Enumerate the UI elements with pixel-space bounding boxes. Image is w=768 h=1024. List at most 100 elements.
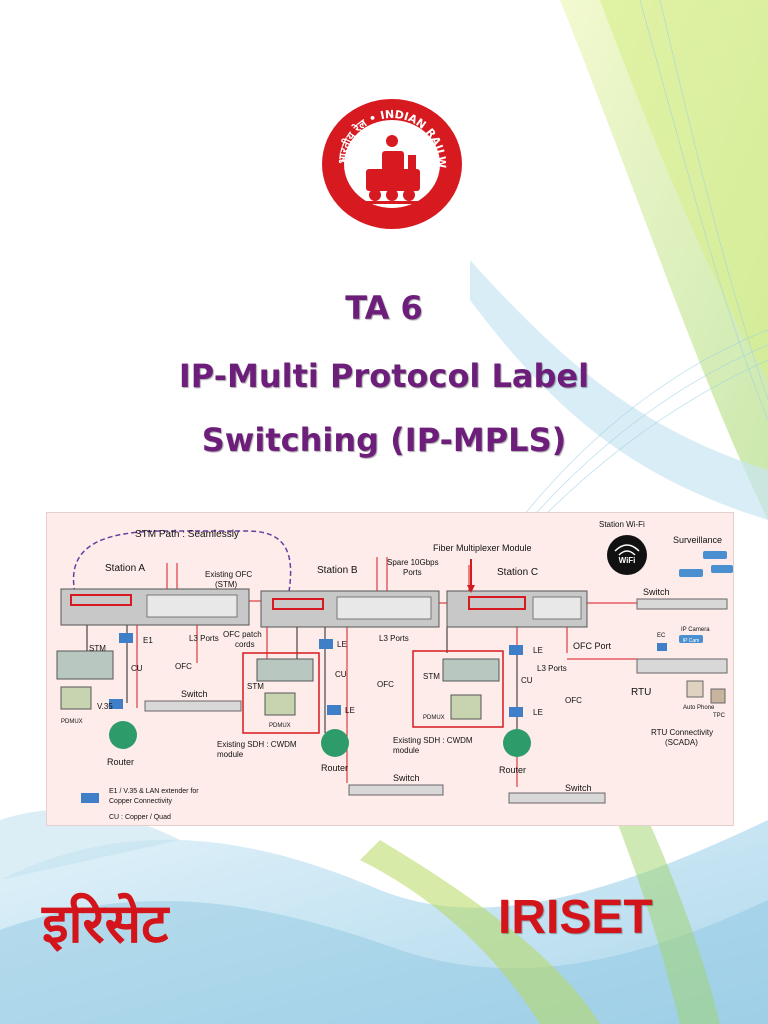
iriset-label: IRISET [498,891,653,944]
le-b2-label: LE [345,706,355,715]
ec-label: EC [657,633,666,639]
switch-a-label: Switch [181,689,208,699]
existing-ofc-stm-label: (STM) [215,580,238,589]
switch-c-label: Switch [643,587,670,597]
ip-camera-label: IP Camera [681,627,710,633]
e1-box-icon [119,633,133,643]
station-c-chassis [446,590,588,628]
pdmux-c-label: PDMUX [423,715,445,721]
cwdm-c-frame [412,650,504,728]
ofc-patch-label-2: cords [235,640,255,649]
switch-d-label: Switch [565,783,592,793]
emblem-icon [386,135,398,147]
ip-camera-badge: IP Cam [683,638,700,644]
spare-ports-label-2: Ports [403,568,422,577]
ofc-c-label: OFC [565,696,582,705]
stm-c-label: STM [423,672,440,681]
stm-path-label: STM Path : Seamlessly [135,529,239,540]
ofc-a-label: OFC [175,662,192,671]
locomotive-icon [360,151,424,204]
le-c1-label: LE [533,646,543,655]
legend-box-label-2: Copper Connectivity [109,798,173,805]
auto-phone-label: Auto Phone [683,705,715,711]
v35-box-icon [109,699,123,709]
rtu-rack-icon [636,658,728,674]
legend-cu-label: CU : Copper / Quad [109,814,171,821]
e1-label: E1 [143,636,153,645]
switch-c-icon [636,598,728,610]
legend-box-icon [81,793,99,803]
le-c1-box-icon [509,645,523,655]
pdmux-a-label: PDMUX [61,719,83,725]
pdmux-a-icon [60,686,92,710]
pdmux-c-icon [450,694,482,720]
wifi-badge-text: WiFi [619,556,636,565]
l3-ports-b-label: L3 Ports [379,634,409,643]
station-c-label: Station C [497,567,538,578]
cwdm-b-frame [242,652,320,734]
pdmux-b-icon [264,692,296,716]
existing-ofc-label: Existing OFC [205,570,252,579]
le-b1-box-icon [319,639,333,649]
station-a-label: Station A [105,563,145,574]
existing-sdh-b-label-2: module [217,750,244,759]
surveillance-label: Surveillance [673,535,722,545]
stm-b-icon [256,658,314,682]
switch-b-icon [348,784,444,796]
router-c-icon [503,729,531,757]
spare-ports-label-1: Spare 10Gbps [387,558,439,567]
ec-box-icon [657,643,667,651]
v35-label: V.35 [97,702,113,711]
auto-phone-icon [686,680,704,698]
existing-sdh-c-label-1: Existing SDH : CWDM [393,736,473,745]
wifi-icon [607,535,647,575]
station-wifi-label: Station Wi-Fi [599,520,645,529]
cu-c-label: CU [521,676,533,685]
router-a-icon [109,721,137,749]
rtu-connectivity-label-1: RTU Connectivity [651,728,713,737]
rtu-label: RTU [631,687,651,698]
stm-path-line [72,530,292,604]
le-c2-label: LE [533,708,543,717]
router-b-label: Router [321,763,348,773]
existing-sdh-b-label-1: Existing SDH : CWDM [217,740,297,749]
cctv-camera-icons [679,551,733,577]
stm-a-icon [56,650,114,680]
le-c2-box-icon [509,707,523,717]
le-b2-box-icon [327,705,341,715]
title-block: TA 6 IP-Multi Protocol Label Switching (… [0,286,768,472]
pdmux-b-label: PDMUX [269,723,291,729]
cu-b-label: CU [335,670,347,679]
indian-railways-logo: भारतीय रेल • INDIAN RAILWAYS [315,87,464,231]
cu-a-label: CU [131,664,143,673]
ofc-patch-label-1: OFC patch [223,630,262,639]
le-b1-label: LE [337,640,347,649]
ofc-port-label: OFC Port [573,641,612,651]
router-a-label: Router [107,757,134,767]
rtu-connectivity-label-2: (SCADA) [665,738,698,747]
ofc-b-label: OFC [377,680,394,689]
tpc-icon [710,688,726,704]
switch-b-label: Switch [393,773,420,783]
title-line-2: Switching (IP-MPLS) [201,421,567,459]
ip-mpls-network-diagram: STM Path : Seamlessly S [46,512,734,826]
switch-a-icon [144,700,242,712]
course-code: TA 6 [345,289,423,327]
station-b-chassis [260,590,440,628]
l3-ports-a-label: L3 Ports [189,634,219,643]
stm-c-icon [442,658,500,682]
legend-box-label: E1 / V.35 & LAN extender for [109,788,199,795]
stm-a-label: STM [89,644,106,653]
existing-sdh-c-label-2: module [393,746,420,755]
station-b-label: Station B [317,565,358,576]
router-b-icon [321,729,349,757]
switch-d-icon [508,792,606,804]
iriset-hindi-label: इरिसेट [42,892,169,955]
l3-ports-c-label: L3 Ports [537,664,567,673]
title-line-1: IP-Multi Protocol Label [178,357,590,395]
stm-b-label: STM [247,682,264,691]
station-a-chassis [60,588,250,626]
fiber-mux-label: Fiber Multiplexer Module [433,543,532,553]
router-c-label: Router [499,765,526,775]
